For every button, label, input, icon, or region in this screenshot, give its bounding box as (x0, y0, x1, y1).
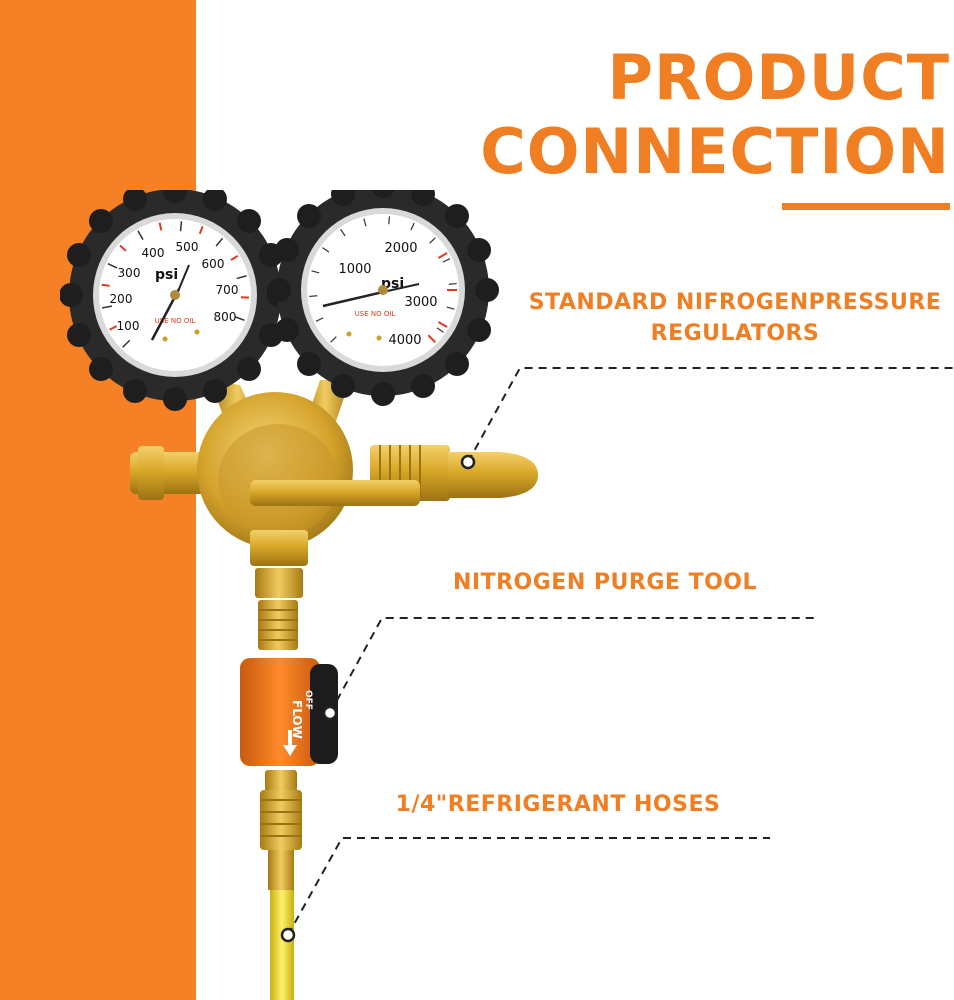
purge-valve-off-label: OFF (303, 690, 313, 710)
callout-line-regulators (467, 367, 954, 463)
callout-label-purge-tool: NITROGEN PURGE TOOL (452, 570, 757, 595)
low-gauge-tick-700: 700 (216, 283, 239, 297)
title-underline (782, 203, 950, 210)
callout-line-hoses (287, 837, 770, 936)
refrigerant-hose (260, 770, 302, 1000)
page-title-line1: PRODUCT (607, 41, 950, 114)
callout-dot-hoses (280, 927, 296, 943)
low-gauge-tick-200: 200 (110, 292, 133, 306)
callout-line-purge-tool (329, 617, 815, 714)
high-gauge-tick-3000: 3000 (404, 295, 437, 310)
orange-side-band (0, 0, 196, 1000)
regulator-illustration: 100 200 300 400 500 600 700 800 psi USE … (60, 190, 538, 1000)
low-gauge-tick-500: 500 (176, 240, 199, 254)
low-gauge-tick-800: 800 (214, 310, 237, 324)
low-gauge-tick-100: 100 (117, 319, 140, 333)
low-pressure-gauge: 100 200 300 400 500 600 700 800 psi USE … (60, 190, 291, 411)
low-gauge-tick-300: 300 (118, 266, 141, 280)
page-title-line2: CONNECTION (480, 115, 950, 188)
callout-label-hoses: 1/4"REFRIGERANT HOSES (395, 792, 721, 817)
callout-dot-purge-tool (322, 705, 338, 721)
low-gauge-tick-600: 600 (202, 257, 225, 271)
quick-coupler (255, 568, 303, 650)
low-gauge-warning: USE NO OIL (155, 317, 196, 325)
high-gauge-warning: USE NO OIL (355, 310, 396, 318)
regulator-body (130, 392, 538, 566)
high-gauge-tick-1000: 1000 (338, 262, 371, 277)
high-gauge-tick-2000: 2000 (384, 241, 417, 256)
callout-label-regulators: STANDARD NIFROGENPRESSURE REGULATORS (528, 290, 942, 346)
high-gauge-needle (322, 290, 384, 308)
purge-valve: FLOW OFF (240, 658, 338, 766)
high-gauge-tick-4000: 4000 (388, 333, 421, 348)
high-pressure-gauge: 1000 2000 3000 4000 psi USE NO OIL (267, 190, 499, 406)
low-gauge-unit: psi (155, 267, 178, 283)
purge-valve-flow-label: FLOW (290, 700, 304, 739)
low-gauge-tick-400: 400 (142, 246, 165, 260)
flow-arrow-icon (283, 730, 297, 756)
callout-dot-regulators (460, 454, 476, 470)
